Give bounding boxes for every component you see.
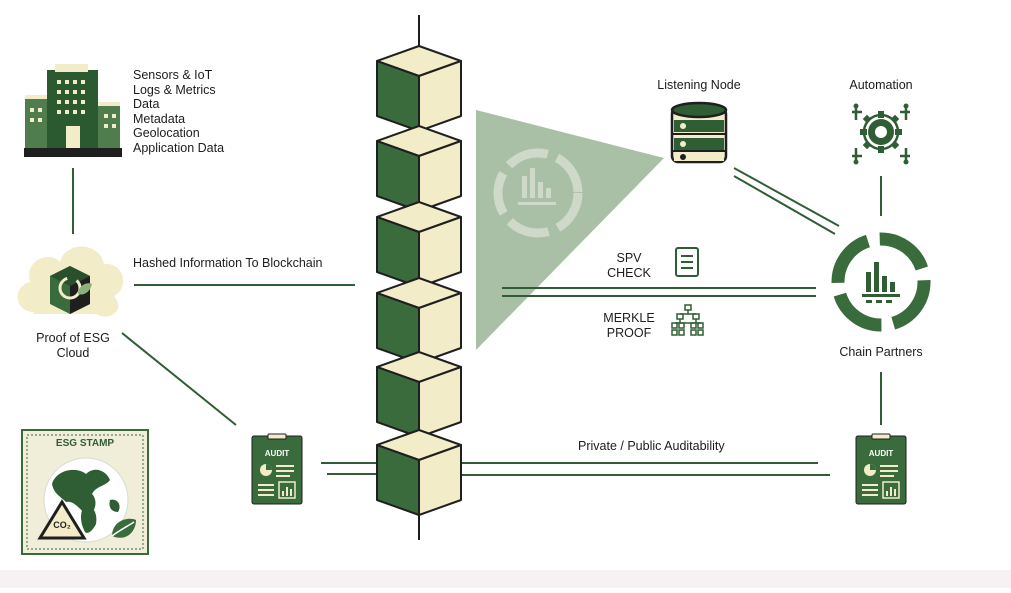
chain-partners-label: Chain Partners bbox=[839, 345, 923, 359]
source-item: Metadata bbox=[133, 111, 186, 126]
projection-triangle bbox=[476, 110, 664, 350]
node-line-b bbox=[733, 175, 836, 235]
database-icon bbox=[670, 101, 728, 164]
node-line-a bbox=[733, 167, 840, 227]
audit-clipboard-icon bbox=[251, 433, 303, 505]
cloud-label-line: Proof of ESG bbox=[36, 331, 110, 345]
audit-badge-left: AUDIT bbox=[264, 449, 290, 458]
data-sources-list: Sensors & IoT Logs & Metrics Data Metada… bbox=[133, 68, 224, 155]
automation-label: Automation bbox=[849, 78, 913, 92]
source-item: Data bbox=[133, 97, 160, 111]
source-item: Geolocation bbox=[133, 126, 200, 140]
stamp-co2: CO₂ bbox=[53, 520, 71, 530]
document-icon bbox=[675, 247, 699, 277]
merkle-tree-icon bbox=[671, 304, 704, 336]
audit-clipboard-icon bbox=[855, 433, 907, 505]
block-cube bbox=[376, 351, 462, 438]
merkle-label-line: PROOF bbox=[606, 325, 652, 340]
block-cube bbox=[376, 45, 462, 132]
block-cube bbox=[376, 429, 462, 516]
spv-label-line: SPV bbox=[616, 251, 642, 265]
cloud-label: Proof of ESG Cloud bbox=[18, 331, 128, 360]
block-cube bbox=[376, 277, 462, 364]
blockchain-cubes bbox=[376, 45, 462, 516]
block-cube bbox=[376, 125, 462, 212]
esg-cloud-icon bbox=[17, 246, 124, 317]
automation-gear-icon bbox=[852, 103, 910, 165]
audit-badge-right: AUDIT bbox=[868, 449, 894, 458]
source-item: Sensors & IoT bbox=[133, 68, 213, 82]
source-item: Logs & Metrics bbox=[133, 82, 216, 97]
hashed-info-label: Hashed Information To Blockchain bbox=[133, 256, 323, 270]
merkle-label-line: MERKLE bbox=[603, 311, 655, 325]
listening-node-label: Listening Node bbox=[657, 78, 741, 92]
merkle-proof-label: MERKLE PROOF bbox=[596, 311, 662, 340]
source-item: Application Data bbox=[133, 140, 225, 155]
block-cube bbox=[376, 201, 462, 288]
stamp-title: ESG STAMP bbox=[55, 438, 115, 449]
esg-stamp-icon bbox=[21, 429, 149, 555]
cloud-label-line: Cloud bbox=[56, 345, 90, 360]
cloud-to-audit-line bbox=[121, 332, 237, 426]
building-icon bbox=[24, 64, 122, 157]
triangle-chain-icon bbox=[493, 148, 583, 238]
spv-label-line: CHECK bbox=[607, 265, 651, 280]
bottom-bar bbox=[0, 570, 1011, 588]
spv-check-label: SPV CHECK bbox=[596, 251, 662, 280]
chain-partners-icon bbox=[831, 232, 931, 332]
auditability-label: Private / Public Auditability bbox=[578, 439, 725, 453]
